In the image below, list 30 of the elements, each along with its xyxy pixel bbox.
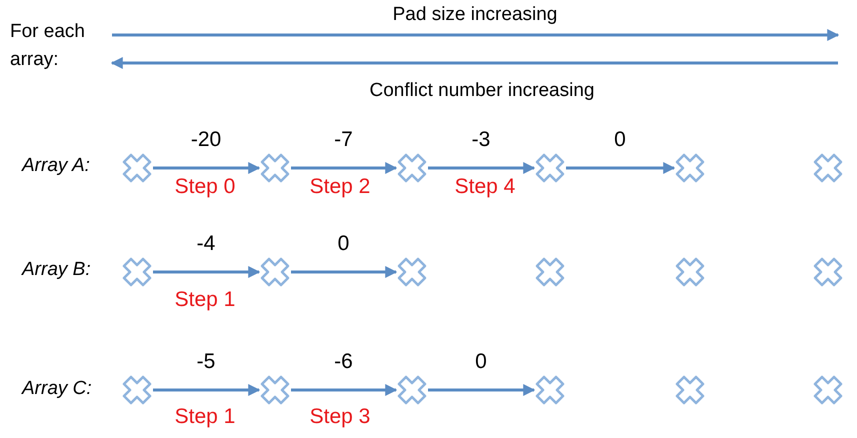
arrow (153, 162, 260, 174)
step-label: Step 1 (174, 288, 236, 312)
step-label: Step 3 (310, 405, 370, 429)
note-text: Pad size increasing (392, 4, 558, 26)
step-label: Step 2 (310, 175, 370, 199)
row-label: Array C: (22, 378, 92, 400)
row-label: Array B: (22, 259, 91, 281)
step-label: Step 1 (174, 405, 236, 429)
edge-label: -20 (190, 128, 222, 152)
arrow (291, 162, 398, 174)
note-text: Conflict number increasing (370, 80, 594, 102)
note-text: For each array: (10, 20, 86, 72)
arrow (566, 162, 676, 174)
edge-label: -5 (196, 350, 216, 374)
edge-label: -7 (334, 128, 353, 152)
step-label: Step 0 (174, 175, 236, 199)
arrow (291, 384, 398, 396)
edge-label: 0 (614, 128, 626, 152)
row-label: Array A: (22, 155, 90, 177)
arrow (291, 266, 398, 278)
step-label: Step 4 (454, 175, 516, 199)
edge-label: -6 (334, 350, 353, 374)
edge-label: 0 (338, 232, 350, 256)
edge-label: -3 (472, 128, 490, 152)
arrow (153, 266, 260, 278)
edge-label: -4 (196, 232, 216, 256)
arrow (428, 384, 536, 396)
arrow (428, 162, 536, 174)
arrow (153, 384, 260, 396)
edge-label: 0 (475, 350, 487, 374)
